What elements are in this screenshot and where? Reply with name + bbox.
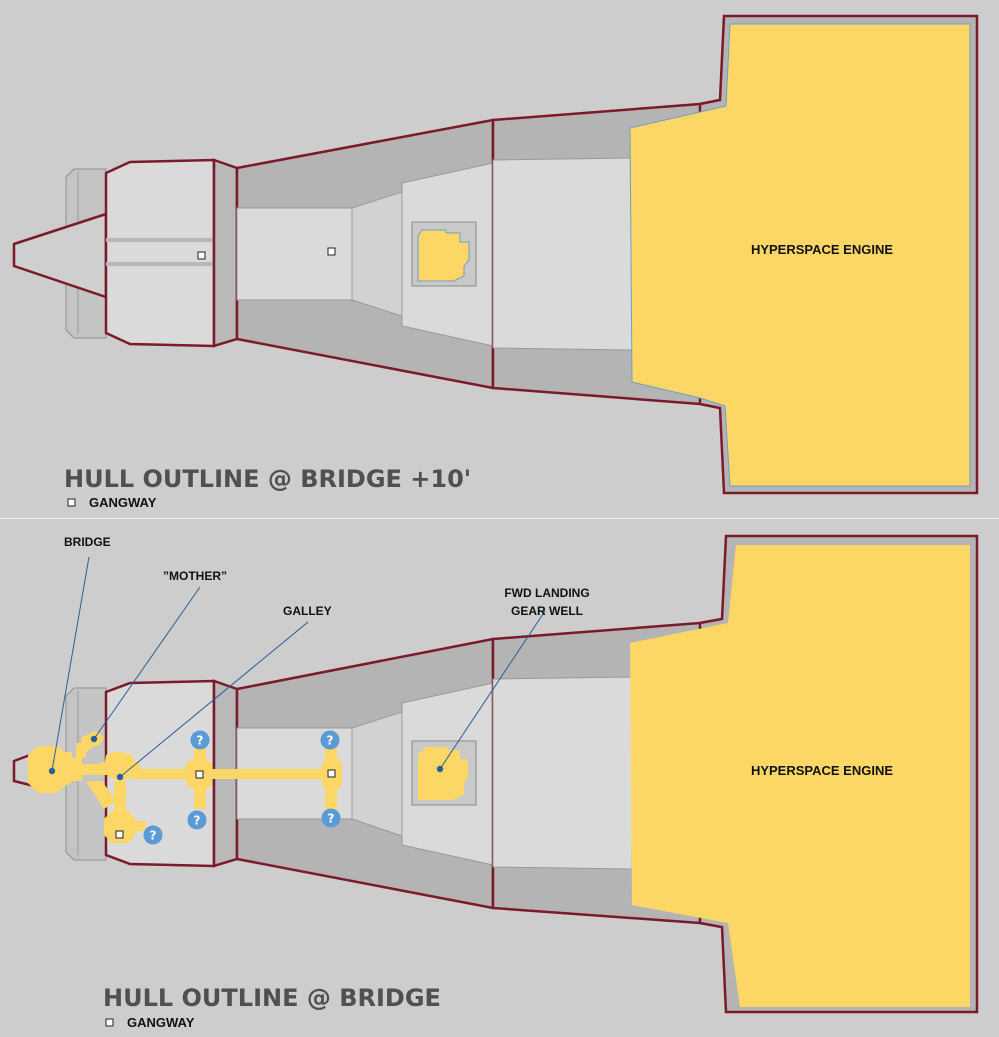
unknown-marker[interactable]: ? (320, 730, 340, 750)
galley-callout-dot (116, 773, 124, 781)
unknown-marker[interactable]: ? (143, 825, 163, 845)
bottom-legend-gangway-icon (105, 1018, 114, 1027)
unknown-marker-glyph: ? (197, 734, 204, 748)
galley-leader-line (119, 621, 309, 778)
bottom-landing-gear-well[interactable] (418, 747, 468, 800)
bottom-panel-title: HULL OUTLINE @ BRIDGE (103, 984, 441, 1012)
gangway-room[interactable] (104, 811, 138, 843)
top-hull-drawing: HYPERSPACE ENGINE HULL OUTLINE @ BRIDGE … (12, 14, 979, 510)
mother-callout-dot (90, 735, 98, 743)
bottom-legend-label: GANGWAY (127, 1015, 195, 1030)
top-connector-section (212, 158, 239, 348)
top-gangway-marker[interactable] (197, 251, 206, 260)
bridge-callout-dot (48, 767, 56, 775)
mother-leader-line (93, 586, 201, 740)
unknown-marker-glyph: ? (327, 734, 334, 748)
bridge-callout-label: BRIDGE (64, 535, 111, 549)
bridge-leader-line (51, 556, 90, 772)
top-hyperspace-engine[interactable] (629, 23, 971, 487)
unknown-marker[interactable]: ? (190, 730, 210, 750)
top-deck-plan: HYPERSPACE ENGINE HULL OUTLINE @ BRIDGE … (0, 0, 999, 518)
top-landing-gear-well[interactable] (417, 229, 470, 282)
bottom-hull-drawing: ? ? ? ? ? BRIDGE ”MOTHER” GALLEY FWD LAN… (12, 534, 979, 1030)
landing-gear-callout-dot (436, 765, 444, 773)
top-panel-title: HULL OUTLINE @ BRIDGE +10' (64, 465, 471, 493)
unknown-marker-glyph: ? (328, 812, 335, 826)
unknown-marker-glyph: ? (150, 829, 157, 843)
bottom-deck-plan: ? ? ? ? ? BRIDGE ”MOTHER” GALLEY FWD LAN… (0, 519, 999, 1037)
unknown-marker[interactable]: ? (187, 810, 207, 830)
mother-callout-label: ”MOTHER” (163, 569, 227, 583)
top-nose-spike (12, 212, 108, 299)
bottom-gangway-marker[interactable] (327, 769, 336, 778)
panel-divider (0, 518, 999, 519)
bottom-engine-label: HYPERSPACE ENGINE (751, 763, 893, 778)
unknown-marker-glyph: ? (194, 814, 201, 828)
unknown-marker[interactable]: ? (321, 808, 341, 828)
top-legend-gangway-icon (67, 498, 76, 507)
bottom-gangway-marker[interactable] (115, 830, 124, 839)
callout-dots (48, 735, 444, 781)
bottom-gangway-marker[interactable] (195, 770, 204, 779)
landing-gear-callout-label-line2: GEAR WELL (511, 604, 583, 618)
landing-gear-leader-line (439, 610, 546, 770)
landing-gear-callout-label-line1: FWD LANDING (504, 586, 589, 600)
top-engine-label: HYPERSPACE ENGINE (751, 242, 893, 257)
top-legend-label: GANGWAY (89, 495, 157, 510)
bottom-hyperspace-engine[interactable] (630, 545, 970, 1007)
callout-leader-lines (51, 556, 546, 778)
galley-callout-label: GALLEY (283, 604, 332, 618)
top-gangway-marker[interactable] (327, 247, 336, 256)
